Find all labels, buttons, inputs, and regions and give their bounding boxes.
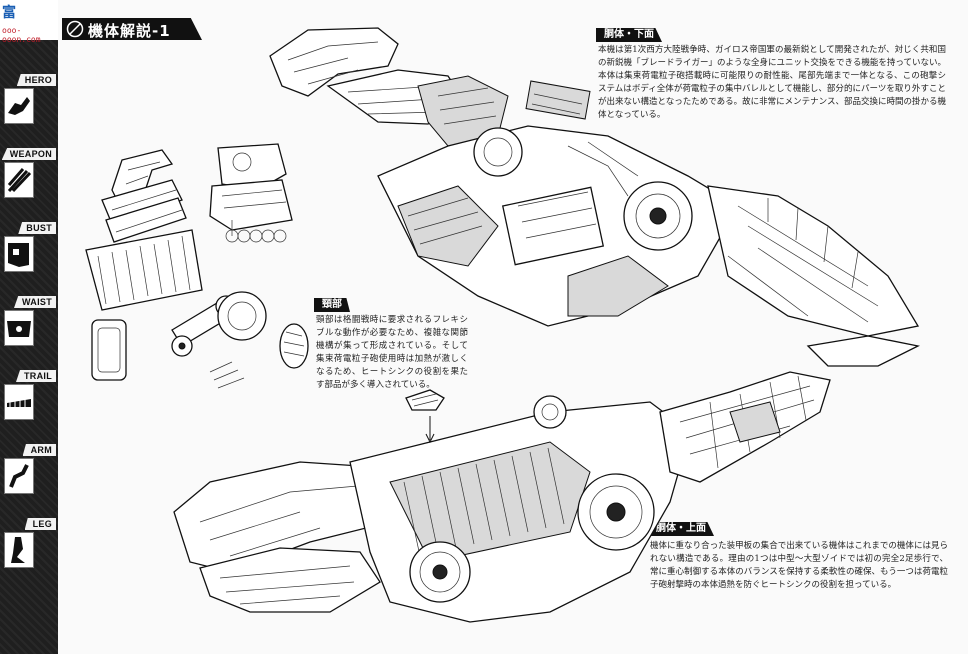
category-trail[interactable]: TRAIL [2, 370, 56, 432]
section-title-torso-bottom: 胴体・下面 [596, 28, 662, 42]
torso-top-illustration [173, 371, 831, 623]
torso-bottom-illustration [269, 27, 920, 367]
category-hero[interactable]: HERO [2, 74, 56, 136]
category-weapon[interactable]: WEAPON [1, 148, 56, 210]
waist-thumbnail-icon [4, 310, 34, 346]
tail-thumbnail-icon [4, 384, 34, 420]
category-waist[interactable]: WAIST [2, 296, 56, 358]
hero-thumbnail-icon [4, 88, 34, 124]
arm-thumbnail-icon [4, 458, 34, 494]
section-text-torso-bottom: 本機は第1次西方大陸戦争時、ガイロス帝国軍の最新鋭として開発されたが、対じく共和… [598, 45, 946, 120]
section-title-torso-top: 胴体・上面 [648, 522, 714, 536]
category-label: LEG [24, 518, 56, 530]
category-label: WAIST [14, 296, 56, 308]
neck-parts-exploded-illustration [85, 143, 309, 389]
gear-icon [66, 20, 84, 38]
section-title-neck: 頸部 [314, 298, 350, 312]
category-leg[interactable]: LEG [2, 518, 56, 580]
page-title: 機体解説-1 [88, 22, 171, 40]
category-label: HERO [16, 74, 56, 86]
site-logo[interactable]: 富 ooo-ooon.com [0, 0, 58, 44]
section-text-torso-top: 機体に重なり合った装甲板の集合で出来ている機体はこれまでの機体には見られない構造… [650, 541, 948, 590]
category-bust[interactable]: BUST [2, 222, 56, 284]
weapon-thumbnail-icon [4, 162, 34, 198]
logo-text: 富 [2, 5, 16, 21]
category-label: ARM [22, 444, 56, 456]
leg-thumbnail-icon [4, 532, 34, 568]
category-label: BUST [18, 222, 56, 234]
category-label: WEAPON [1, 148, 56, 160]
category-label: TRAIL [16, 370, 56, 382]
category-sidebar: 富 ooo-ooon.com HERO WEAPON BUST WAIST TR… [0, 0, 58, 654]
neck-part-callout [405, 389, 445, 444]
header-badge [62, 18, 202, 40]
logo-url: ooo-ooon.com [2, 26, 41, 44]
section-text-neck: 頸部は格闘戦時に要求されるフレキシブルな動作が必要なため、複雑な関節機構が集って… [316, 315, 468, 390]
category-arm[interactable]: ARM [2, 444, 56, 506]
bust-thumbnail-icon [4, 236, 34, 272]
